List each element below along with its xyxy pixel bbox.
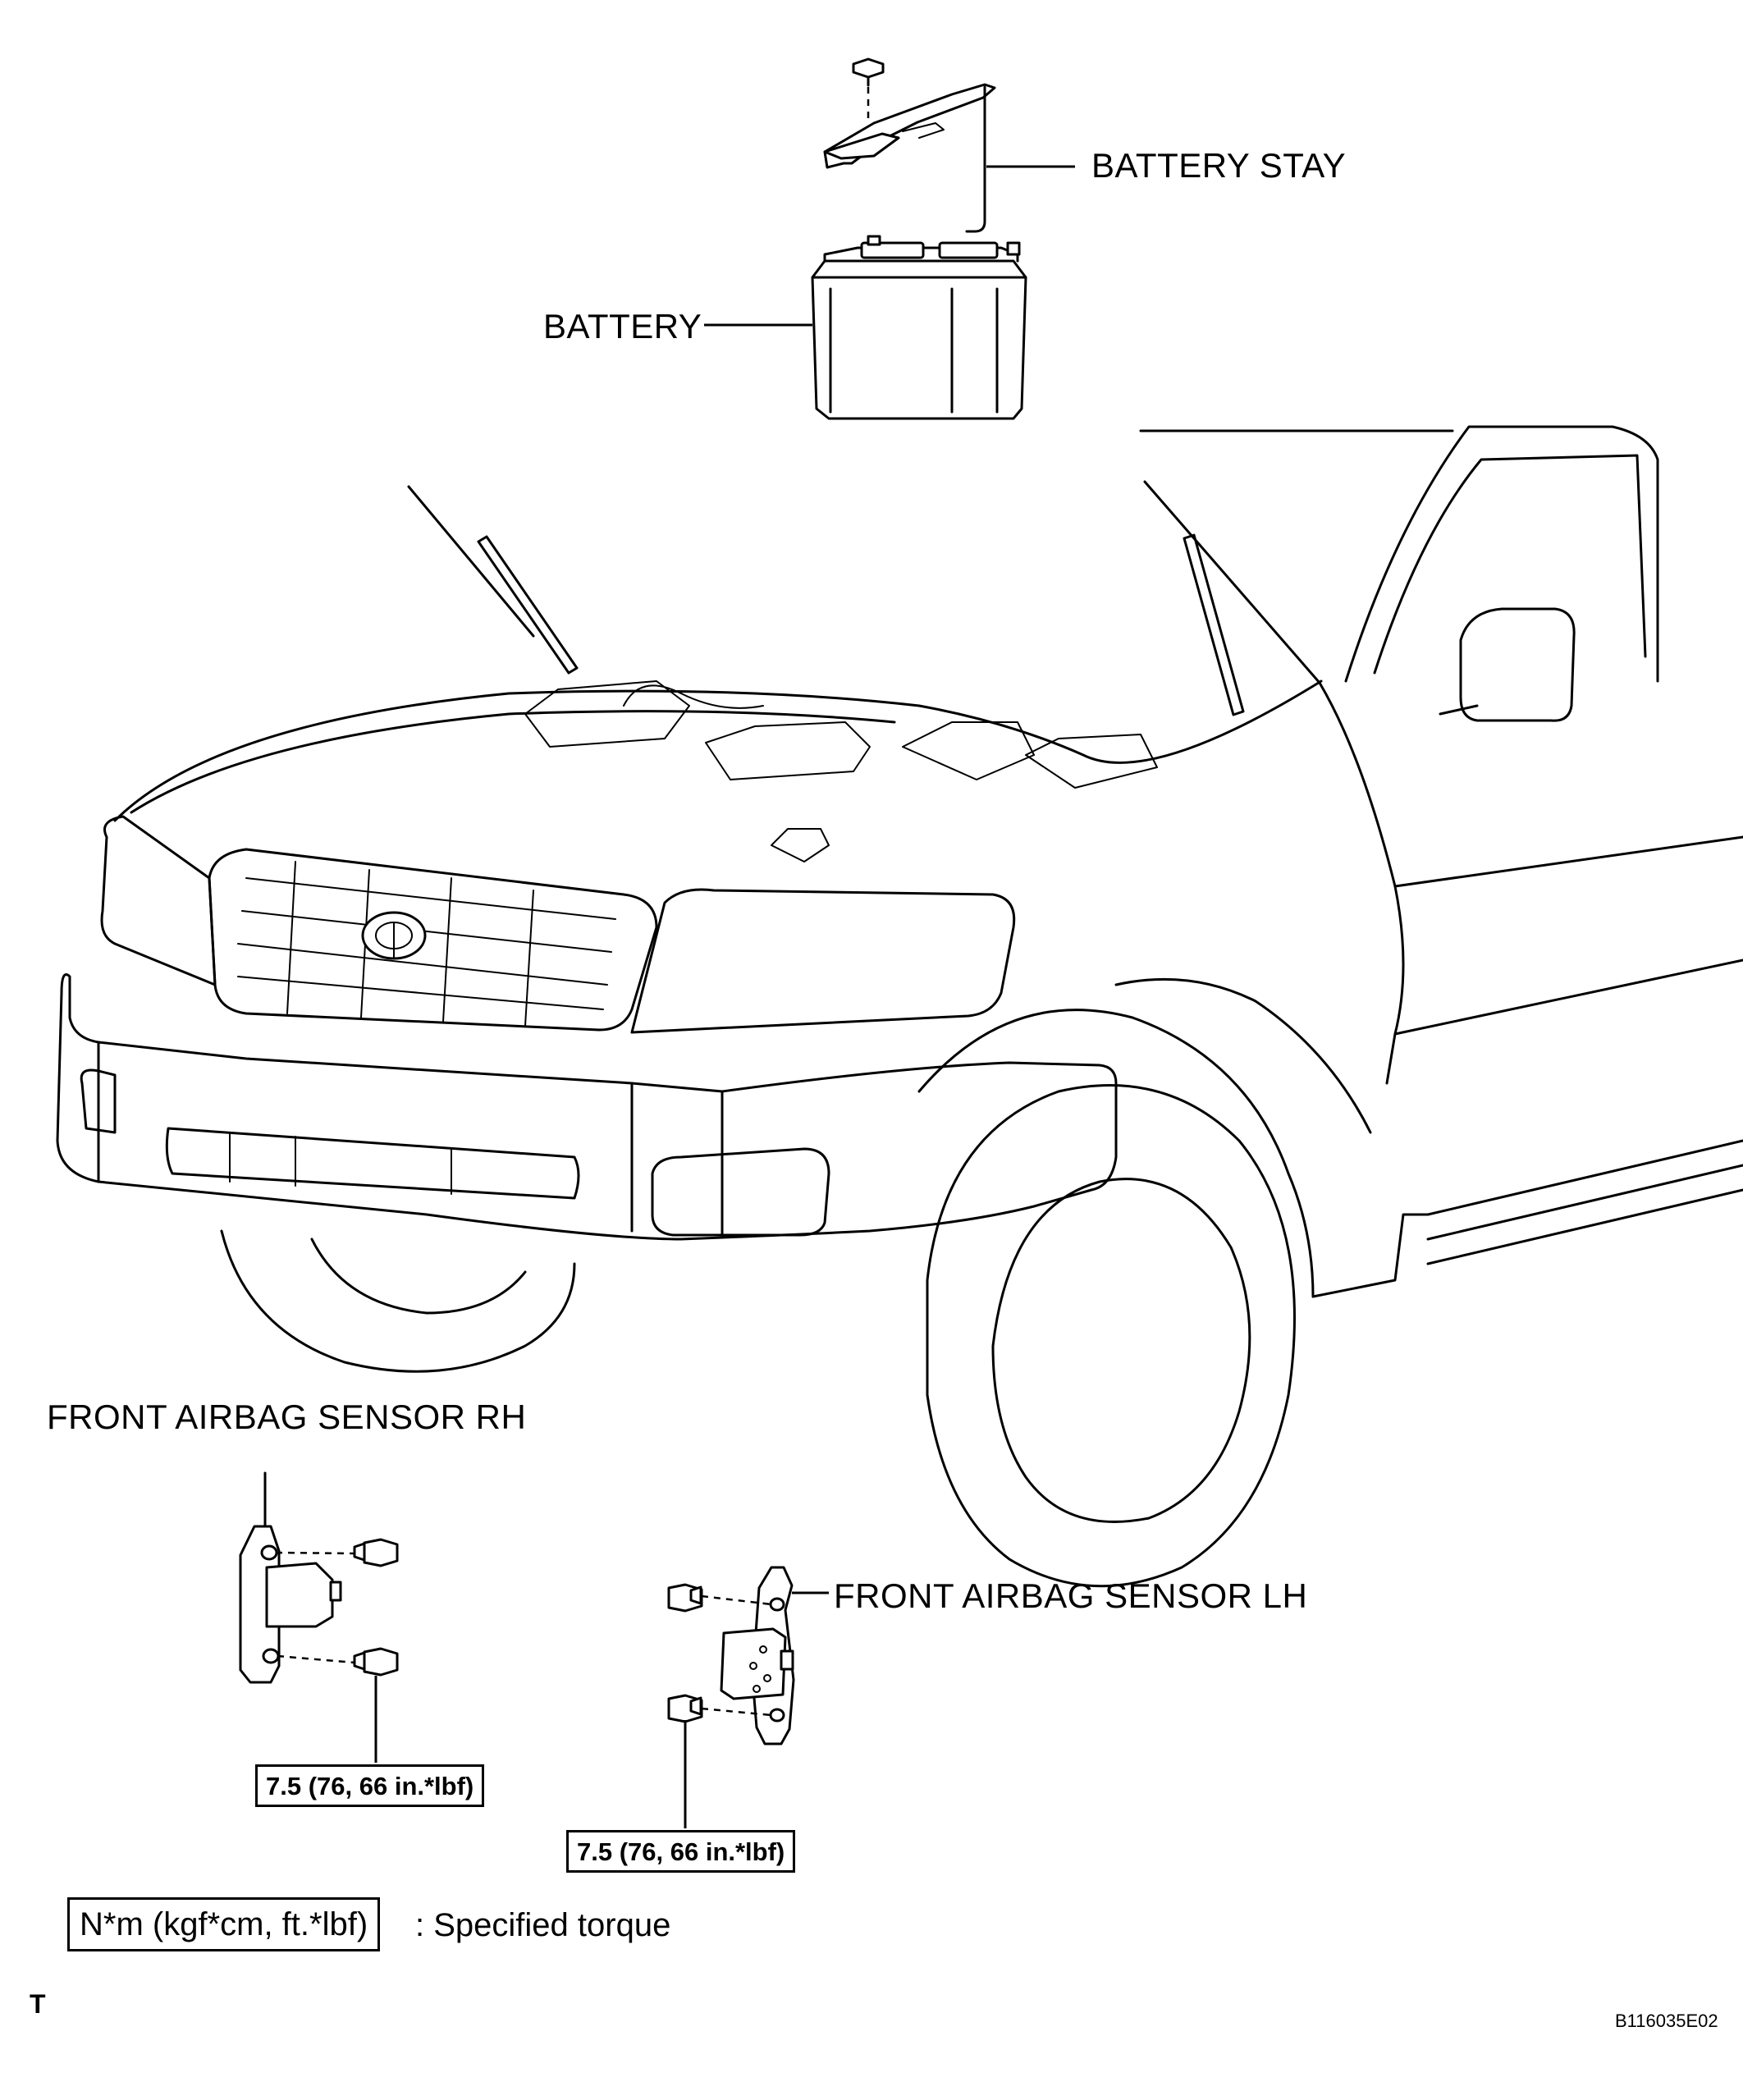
corner-mark: T bbox=[30, 1989, 46, 2019]
front-airbag-sensor-lh-illustration bbox=[667, 1566, 829, 1828]
battery-label: BATTERY bbox=[543, 307, 702, 345]
torque-legend-unit-box: N*m (kgf*cm, ft.*lbf) bbox=[67, 1897, 381, 1951]
front-airbag-sensor-lh-label: FRONT AIRBAG SENSOR LH bbox=[834, 1576, 1308, 1615]
front-airbag-sensor-rh-illustration bbox=[239, 1471, 399, 1763]
torque-spec-rh: 7.5 (76, 66 in.*lbf) bbox=[255, 1764, 485, 1807]
front-airbag-sensor-rh-label: FRONT AIRBAG SENSOR RH bbox=[47, 1398, 527, 1436]
torque-legend-description: : Specified torque bbox=[415, 1907, 671, 1943]
torque-spec-lh: 7.5 (76, 66 in.*lbf) bbox=[566, 1830, 796, 1873]
figure-id: B116035E02 bbox=[1615, 2011, 1718, 2031]
battery-stay-label: BATTERY STAY bbox=[1091, 146, 1347, 185]
vehicle-illustration bbox=[56, 425, 1743, 1588]
battery-illustration bbox=[704, 235, 1027, 420]
battery-stay-illustration bbox=[823, 57, 1075, 233]
